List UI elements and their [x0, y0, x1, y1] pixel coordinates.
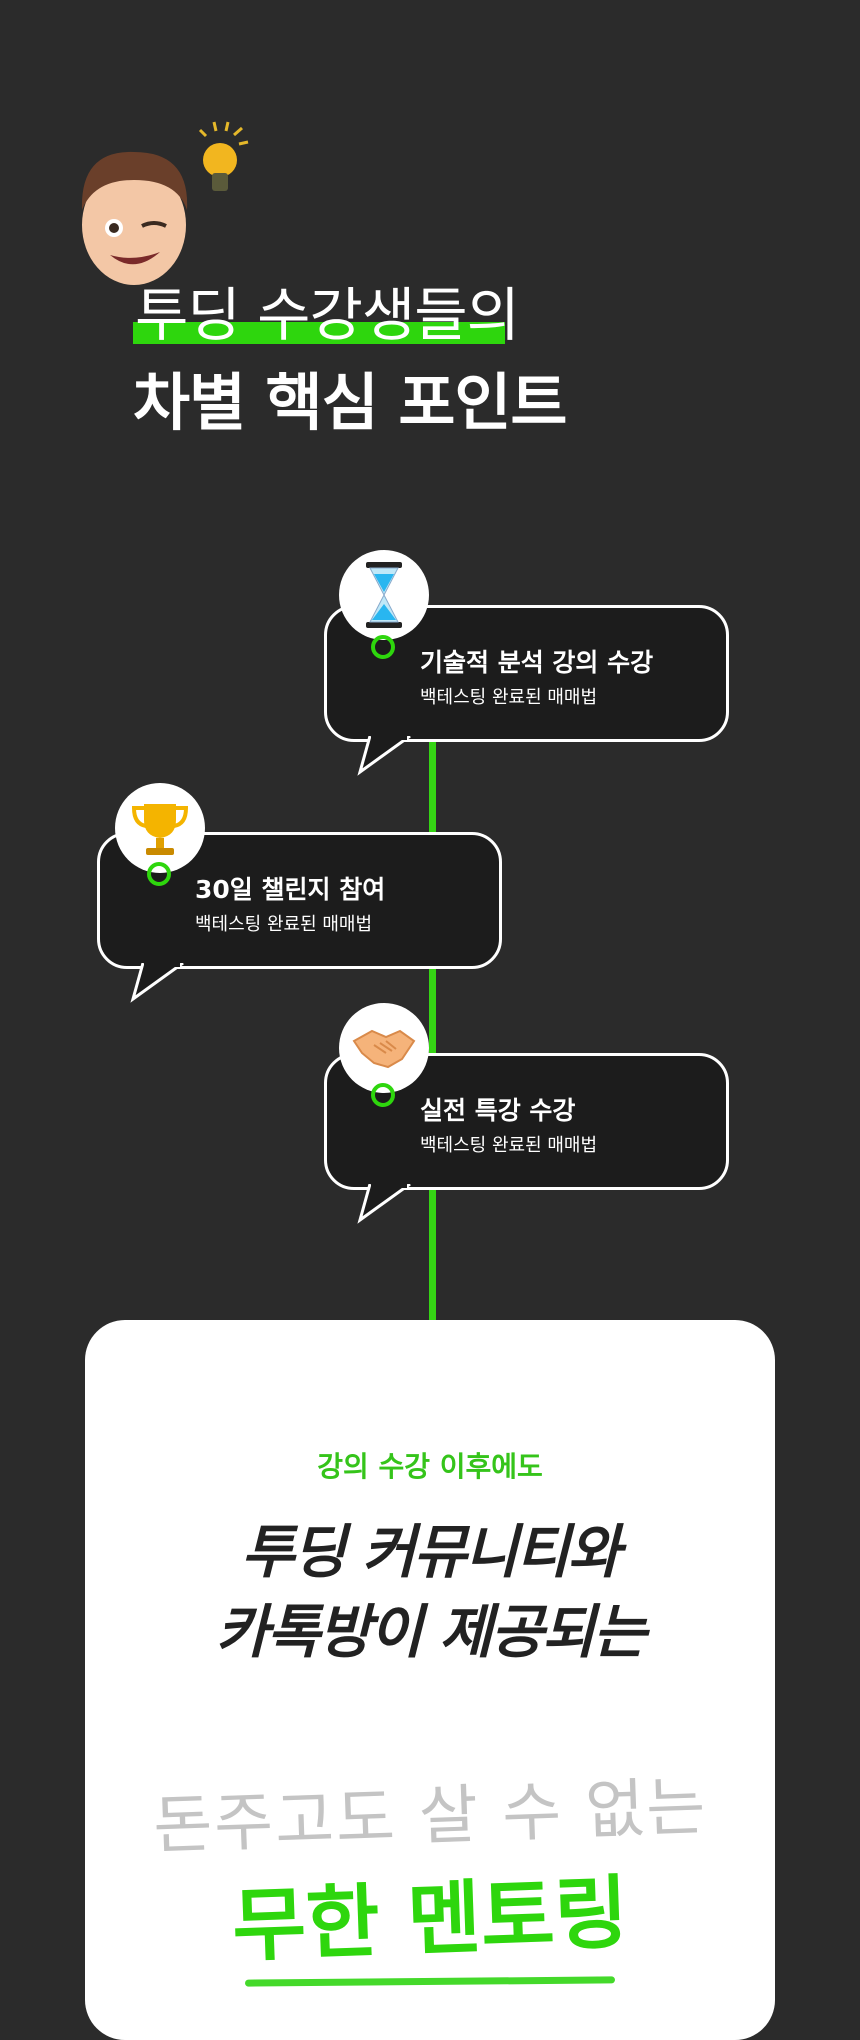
page-title-line2: 차별 핵심 포인트: [133, 366, 567, 439]
speech-bubble-tail: [357, 736, 411, 776]
speech-bubble-tail: [357, 1184, 411, 1224]
panel-headline-2: 카톡방이 제공되는: [215, 1598, 646, 1666]
check-circle-icon: [371, 635, 395, 659]
timeline-line: [429, 740, 436, 1325]
timeline-subtitle: 백테스팅 완료된 매매법: [420, 687, 598, 708]
check-circle-icon: [371, 1083, 395, 1107]
timeline-subtitle: 백테스팅 완료된 매매법: [195, 914, 373, 935]
timeline-title: 기술적 분석 강의 수강: [420, 648, 654, 677]
timeline-title: 실전 특강 수강: [420, 1096, 576, 1125]
timeline-subtitle: 백테스팅 완료된 매매법: [420, 1135, 598, 1156]
memoji-avatar-icon: [72, 140, 197, 290]
check-circle-icon: [147, 862, 171, 886]
timeline-title: 30일 챌린지 참여: [195, 875, 386, 904]
panel-headline-1: 투딩 커뮤니티와: [241, 1518, 621, 1586]
mentoring-panel: [85, 1320, 775, 2040]
handshake-icon: [339, 1003, 429, 1093]
title-highlight-bar: [133, 322, 505, 344]
panel-eyebrow: 강의 수강 이후에도: [317, 1450, 543, 1483]
speech-bubble-tail: [130, 963, 184, 1003]
trophy-icon: [115, 783, 205, 873]
lightbulb-icon: [188, 118, 258, 208]
page-title-line1: 투딩 수강생들의: [135, 281, 520, 349]
hourglass-icon: [339, 550, 429, 640]
